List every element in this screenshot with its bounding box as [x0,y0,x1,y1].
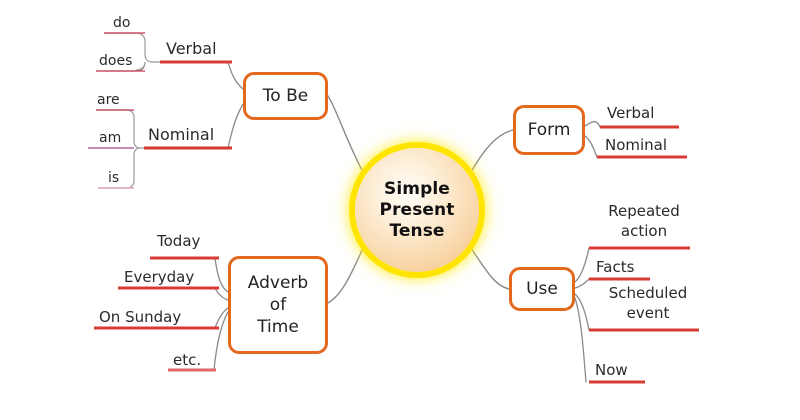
connector-adverb-onsunday [214,307,229,329]
branch-label-use: Use [526,279,558,299]
center-topic[interactable]: Simple Present Tense [355,148,479,272]
leaf-nominal-to-be[interactable]: Nominal [148,125,215,144]
connector-center-adverb [327,247,364,304]
center-topic-line-3: Tense [389,220,445,241]
leaf-today[interactable]: Today [157,232,201,250]
leaf-verbal-to-be[interactable]: Verbal [166,39,217,58]
leaf-scheduled-event-line-2[interactable]: event [626,304,670,322]
leaf-facts[interactable]: Facts [596,258,635,276]
connector-center-tobe [327,95,364,173]
center-topic-line-2: Present [379,199,455,220]
branch-node-use[interactable]: Use [509,267,575,311]
leaf-are[interactable]: are [97,92,120,108]
branch-node-adverb-of-time[interactable]: Adverb of Time [228,256,328,354]
connector-adverb-etc [213,311,229,371]
leaf-repeated-action-line-2[interactable]: action [620,222,668,240]
leaf-now[interactable]: Now [595,361,628,379]
branch-label-adverb-line-1: Adverb [247,273,309,293]
leaf-is[interactable]: is [108,170,120,186]
branch-node-form[interactable]: Form [513,105,585,155]
connector-adverb-everyday [214,287,229,301]
leaf-scheduled-event-line-1[interactable]: Scheduled [608,284,688,302]
leaf-on-sunday[interactable]: On Sunday [99,308,182,326]
connector-tobe-verbal [227,61,244,90]
leaf-does[interactable]: does [99,53,133,69]
branch-label-adverb-line-2: of [269,295,287,315]
leaf-nominal-form[interactable]: Nominal [605,136,668,154]
leaf-everyday[interactable]: Everyday [124,268,195,286]
connector-use-facts [574,278,590,289]
leaf-etc[interactable]: etc. [173,351,202,369]
connector-form-verbal [584,120,601,128]
bracket-nominal-items [96,109,144,189]
branch-node-to-be[interactable]: To Be [243,72,328,120]
connector-use-repeated [574,247,590,283]
connector-center-use [470,247,510,290]
connector-use-now [574,297,587,383]
leaf-repeated-action-line-1[interactable]: Repeated [608,202,680,220]
connector-center-form [470,129,514,173]
connector-tobe-nominal [227,103,244,149]
connector-form-nominal [584,135,598,158]
connector-adverb-today [214,257,229,293]
branch-label-adverb-line-3: Time [257,317,299,337]
leaf-do[interactable]: do [113,15,131,31]
connector-use-scheduled [574,293,590,331]
leaf-verbal-form[interactable]: Verbal [607,104,655,122]
branch-label-form: Form [527,120,571,140]
center-topic-line-1: Simple [384,178,450,199]
leaf-am[interactable]: am [99,130,122,146]
branch-label-to-be: To Be [262,86,309,106]
